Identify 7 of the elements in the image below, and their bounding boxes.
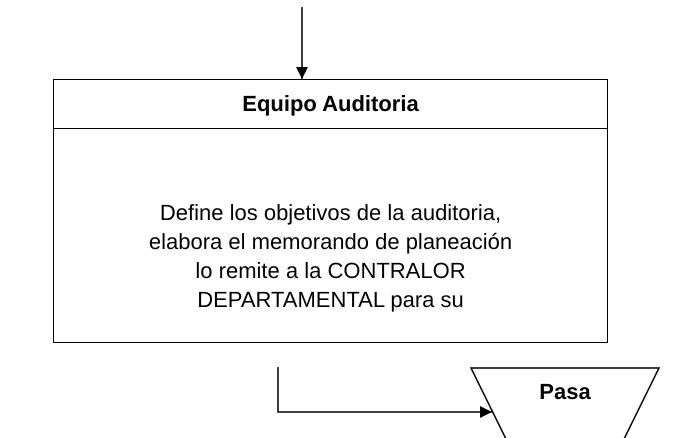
arrow: [277, 367, 492, 418]
off-page-connector: [470, 367, 660, 438]
box-heading: Equipo Auditoria: [54, 80, 607, 129]
box-description: Define los objetivos de la auditoria, elabora el memorando de planeación lo remite a la CONTRALOR DEPARTAMENTAL para su: [148, 199, 514, 314]
connector-label: Pasa: [538, 379, 592, 405]
arrow: [296, 7, 308, 79]
process-box: [53, 79, 608, 343]
